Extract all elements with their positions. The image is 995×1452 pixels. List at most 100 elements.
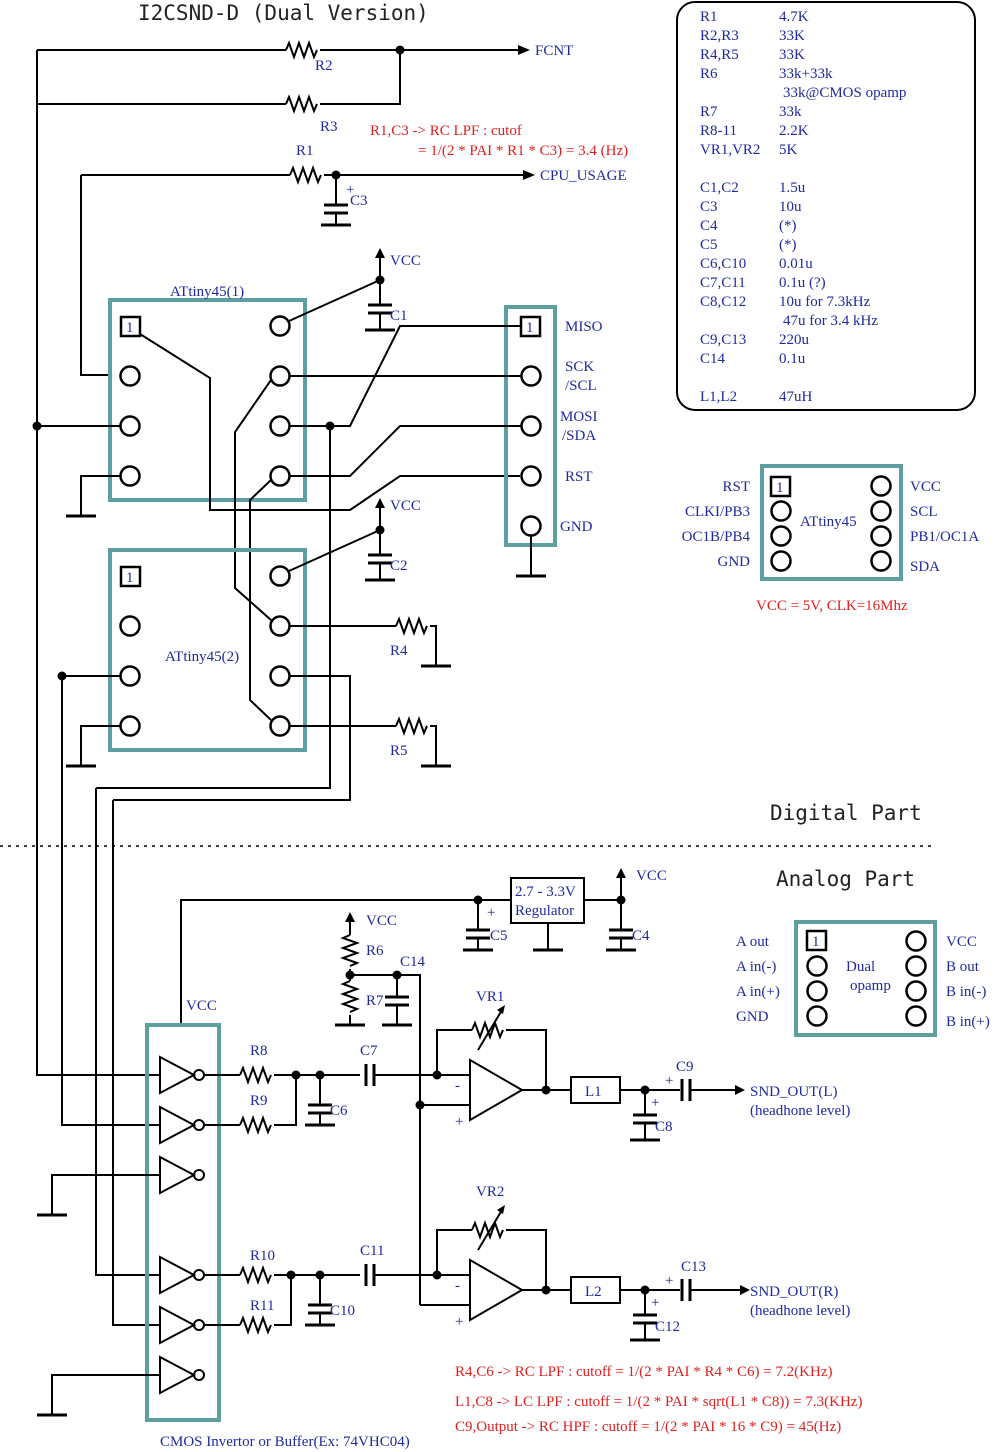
attiny2-chip bbox=[108, 548, 307, 752]
r7-label: R7 bbox=[366, 993, 384, 1009]
attiny-pinout-note: VCC = 5V, CLK=16Mhz bbox=[756, 598, 908, 614]
attiny1-label: ATtiny45(1) bbox=[170, 284, 244, 300]
gnd-label: GND bbox=[560, 519, 593, 535]
miso-label: MISO bbox=[565, 319, 603, 335]
c3-label: C3 bbox=[350, 193, 368, 209]
parts-list-value: 10u bbox=[779, 199, 802, 215]
op1-plus: + bbox=[455, 1114, 463, 1130]
op2-plus: + bbox=[455, 1314, 463, 1330]
c13-plus: + bbox=[665, 1273, 673, 1289]
attiny-pinout-chip bbox=[760, 464, 903, 581]
l2-label: L2 bbox=[585, 1284, 602, 1300]
c9-plus: + bbox=[665, 1073, 673, 1089]
attiny1-pin1: 1 bbox=[126, 320, 134, 336]
r8-label: R8 bbox=[250, 1043, 268, 1059]
parts-list-name: C14 bbox=[700, 351, 726, 367]
attiny2-label: ATtiny45(2) bbox=[165, 649, 239, 665]
parts-list-name: C4 bbox=[700, 218, 718, 234]
opamp-pinout-r4: B in(+) bbox=[946, 1014, 990, 1030]
opamp-pinout-r3: B in(-) bbox=[946, 984, 986, 1000]
opamp-pinout-l4: GND bbox=[736, 1009, 769, 1025]
c12-label: C12 bbox=[655, 1319, 680, 1335]
vcc2-label: VCC bbox=[390, 498, 421, 514]
c5-label: C5 bbox=[490, 928, 508, 944]
sck-label: SCK bbox=[565, 359, 594, 375]
regulator-line2: Regulator bbox=[515, 903, 574, 919]
parts-list-value: 47u for 3.4 kHz bbox=[783, 313, 878, 329]
parts-list-name: C7,C11 bbox=[700, 275, 746, 291]
attiny-pinout-r2: SCL bbox=[910, 504, 938, 520]
snd-out-l-sub: (headhone level) bbox=[750, 1103, 850, 1119]
vcc3-label: VCC bbox=[636, 868, 667, 884]
cpu-usage-label: CPU_USAGE bbox=[540, 168, 627, 184]
attiny2-pin1: 1 bbox=[126, 570, 134, 586]
snd-out-r-label: SND_OUT(R) bbox=[750, 1284, 838, 1300]
c8-plus: + bbox=[651, 1095, 659, 1111]
parts-list-name: R1 bbox=[700, 9, 718, 25]
buffer-ic bbox=[145, 1023, 221, 1422]
isp-pin1: 1 bbox=[526, 320, 534, 336]
opamp-pinout-l1: A out bbox=[736, 934, 770, 950]
parts-list-name: C8,C12 bbox=[700, 294, 746, 310]
c2-label: C2 bbox=[390, 558, 408, 574]
opamp-pinout-name-1: Dual bbox=[846, 959, 875, 975]
rc-lpf-note-1: R1,C3 -> RC LPF : cutof bbox=[370, 123, 522, 139]
c3-plus: + bbox=[346, 182, 354, 198]
attiny-pinout-name: ATtiny45 bbox=[800, 514, 857, 530]
l1-label: L1 bbox=[585, 1084, 602, 1100]
vcc4-label: VCC bbox=[186, 998, 217, 1014]
parts-list-value: 0.1u bbox=[779, 351, 806, 367]
parts-list-name: C5 bbox=[700, 237, 718, 253]
c1-label: C1 bbox=[390, 308, 408, 324]
r11-label: R11 bbox=[250, 1298, 274, 1314]
buffer-caption: CMOS Invertor or Buffer(Ex: 74VHC04) bbox=[160, 1434, 410, 1450]
attiny-pinout-l3: OC1B/PB4 bbox=[682, 529, 751, 545]
parts-list-box bbox=[676, 1, 976, 411]
r3-label: R3 bbox=[320, 119, 338, 135]
c13-label: C13 bbox=[681, 1259, 706, 1275]
parts-list-value: 4.7K bbox=[779, 9, 809, 25]
attiny1-chip bbox=[108, 298, 307, 502]
c8-label: C8 bbox=[655, 1119, 673, 1135]
parts-list-name: R6 bbox=[700, 66, 718, 82]
r6-label: R6 bbox=[366, 943, 384, 959]
c12-plus: + bbox=[651, 1295, 659, 1311]
attiny-pinout-l2: CLKI/PB3 bbox=[685, 504, 750, 520]
parts-list-value: 0.1u (?) bbox=[779, 275, 826, 291]
attiny-pinout-pin1: 1 bbox=[776, 480, 784, 496]
parts-list-value: (*) bbox=[779, 218, 797, 234]
parts-list-name: L1,L2 bbox=[700, 389, 737, 405]
parts-list-value: 2.2K bbox=[779, 123, 809, 139]
parts-list-value: 0.01u bbox=[779, 256, 813, 272]
parts-list-name: C3 bbox=[700, 199, 718, 215]
parts-list-value: (*) bbox=[779, 237, 797, 253]
vr2-label: VR2 bbox=[476, 1184, 504, 1200]
r5-label: R5 bbox=[390, 743, 408, 759]
opamp-pinout-r1: VCC bbox=[946, 934, 977, 950]
parts-list-name: R8-11 bbox=[700, 123, 737, 139]
r1-label: R1 bbox=[296, 143, 314, 159]
vcc1-label: VCC bbox=[390, 253, 421, 269]
c14-label: C14 bbox=[400, 954, 426, 970]
parts-list-name: R7 bbox=[700, 104, 718, 120]
note-lc-lpf: L1,C8 -> LC LPF : cutoff = 1/(2 * PAI * … bbox=[455, 1394, 862, 1410]
attiny-pinout-r3: PB1/OC1A bbox=[910, 529, 979, 545]
parts-list-value: 33K bbox=[779, 47, 805, 63]
parts-list-name: C6,C10 bbox=[700, 256, 746, 272]
attiny-pinout-l4: GND bbox=[718, 554, 751, 570]
rst-label: RST bbox=[565, 469, 593, 485]
parts-list-name: R2,R3 bbox=[700, 28, 739, 44]
r2-label: R2 bbox=[315, 58, 333, 74]
c7-label: C7 bbox=[360, 1043, 378, 1059]
opamp-pinout-pin1: 1 bbox=[812, 934, 820, 950]
parts-list-value: 33k@CMOS opamp bbox=[783, 85, 906, 101]
parts-list-name: C9,C13 bbox=[700, 332, 746, 348]
opamp-pinout-r2: B out bbox=[946, 959, 980, 975]
parts-list-value: 220u bbox=[779, 332, 810, 348]
sda-label: /SDA bbox=[562, 428, 596, 444]
op1-minus: - bbox=[455, 1078, 460, 1094]
analog-part-label: Analog Part bbox=[776, 867, 915, 891]
c9-label: C9 bbox=[676, 1059, 694, 1075]
attiny-pinout-r1: VCC bbox=[910, 479, 941, 495]
